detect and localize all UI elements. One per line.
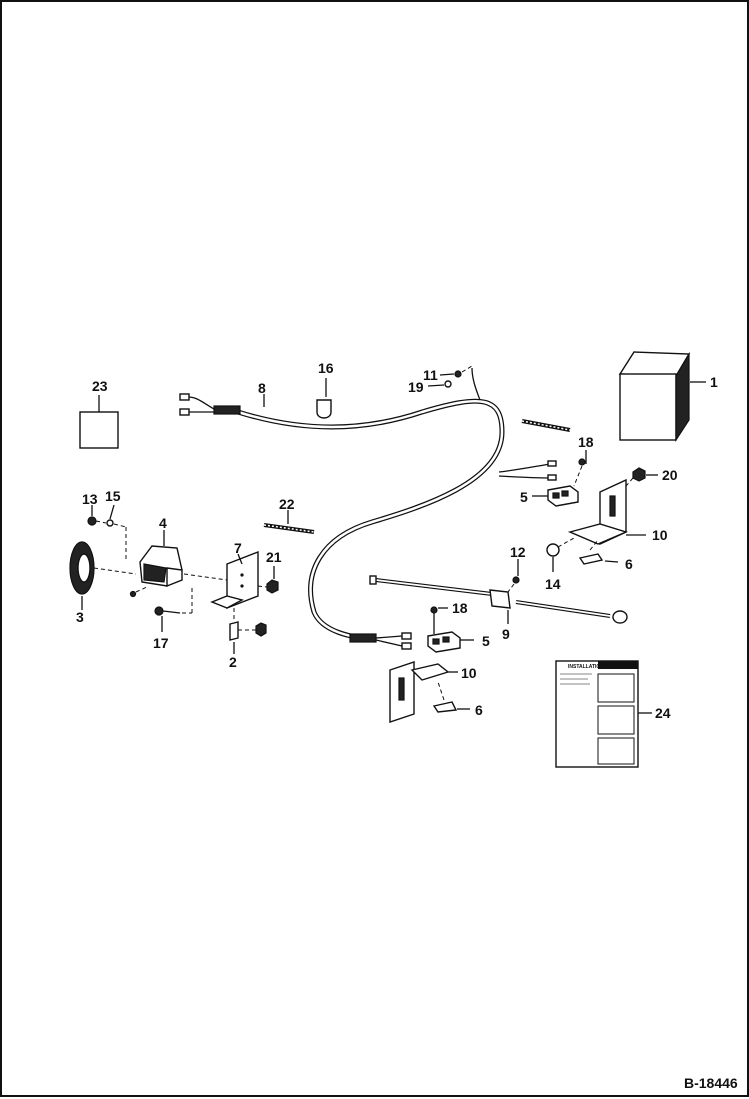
part-5-connector-lower xyxy=(427,631,474,653)
callout-17: 17 xyxy=(153,635,169,651)
callout-11: 11 xyxy=(423,367,438,383)
part-13-15-fasteners xyxy=(87,504,127,562)
part-10-bracket-upper xyxy=(567,478,646,546)
callout-16: 16 xyxy=(318,360,334,376)
part-24-instruction-sheet: INSTALLATION xyxy=(555,660,652,768)
callout-19: 19 xyxy=(408,379,424,395)
part-18-screw-lower xyxy=(430,606,448,634)
callout-18-upper: 18 xyxy=(578,434,594,450)
callout-2: 2 xyxy=(229,654,237,670)
callout-13: 13 xyxy=(82,491,98,507)
callout-1: 1 xyxy=(710,374,718,390)
part-9-shaft xyxy=(369,575,628,624)
part-5-connector-upper xyxy=(532,485,579,507)
part-11-19-fasteners xyxy=(427,365,473,388)
part-4-housing xyxy=(129,530,183,598)
callout-9: 9 xyxy=(502,626,510,642)
part-20-nut xyxy=(625,467,658,487)
callout-6-lower: 6 xyxy=(475,702,483,718)
callout-14: 14 xyxy=(545,576,561,592)
part-6-plate-lower xyxy=(432,681,470,713)
part-1-box xyxy=(618,351,706,443)
part-6-plate-upper xyxy=(578,539,619,565)
callout-12: 12 xyxy=(510,544,526,560)
callout-10-upper: 10 xyxy=(652,527,668,543)
callout-18-lower: 18 xyxy=(452,600,468,616)
callout-3: 3 xyxy=(76,609,84,625)
part-18-screw-upper xyxy=(573,450,587,487)
part-14-knob xyxy=(546,537,575,572)
callout-6-upper: 6 xyxy=(625,556,633,572)
callout-8: 8 xyxy=(258,380,266,396)
part-21-nut xyxy=(257,566,279,594)
callout-15: 15 xyxy=(105,488,121,504)
callout-24: 24 xyxy=(655,705,671,721)
callout-21: 21 xyxy=(266,549,282,565)
part-7-bracket xyxy=(183,550,259,610)
callout-5-lower: 5 xyxy=(482,633,490,649)
part-16-clip xyxy=(316,378,332,419)
part-22-tie-strap xyxy=(263,419,571,534)
part-3-wheel xyxy=(69,541,137,610)
part-10-bracket-lower xyxy=(389,661,458,723)
part-12-screw xyxy=(507,559,520,593)
callout-23: 23 xyxy=(92,378,108,394)
callout-20: 20 xyxy=(662,467,678,483)
callout-22: 22 xyxy=(279,496,295,512)
part-2-plate xyxy=(229,608,267,654)
sheet-header: INSTALLATION xyxy=(568,664,604,670)
part-8-cable xyxy=(179,367,557,650)
figure-reference: B-18446 xyxy=(684,1075,738,1091)
callout-4: 4 xyxy=(159,515,167,531)
part-23-label xyxy=(79,411,119,449)
part-17-bolt xyxy=(154,587,193,632)
callout-10-lower: 10 xyxy=(461,665,477,681)
callout-7: 7 xyxy=(234,540,242,556)
callout-5-upper: 5 xyxy=(520,489,528,505)
